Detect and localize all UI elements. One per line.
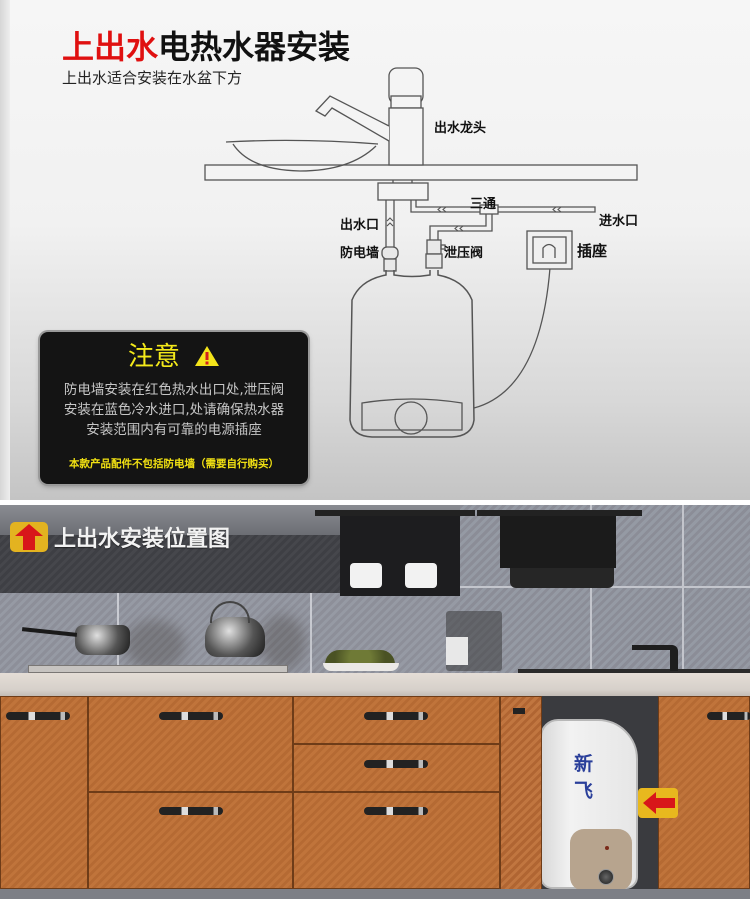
drawer-bottom-right[interactable] [293, 792, 500, 889]
label-faucet: 出水龙头 [434, 121, 487, 136]
wall-rack-right [500, 516, 616, 568]
gas-stove [28, 665, 288, 673]
door-handle[interactable] [513, 708, 525, 714]
warning-line: 防电墙安装在红色热水出口处,泄压阀 [63, 382, 285, 398]
indicator-light [605, 846, 609, 850]
label-socket: 插座 [577, 242, 608, 260]
cabinet-door-left[interactable] [0, 696, 88, 889]
faucet-spout [314, 95, 390, 142]
label-tee: 三通 [470, 197, 497, 212]
drawer-top-right[interactable] [293, 696, 500, 744]
mounting-block [377, 182, 429, 201]
canister [405, 563, 437, 588]
warning-triangle-icon [194, 342, 220, 376]
warning-note: 本款产品配件不包括防电墙（需要自行购买） [69, 458, 279, 470]
warning-body: 防电墙安装在红色热水出口处,泄压阀 安装在蓝色冷水进口,处请确保热水器 安装范围… [46, 380, 302, 440]
drawer-handle[interactable] [159, 807, 223, 815]
label-inlet: 进水口 [599, 214, 639, 229]
drawer-upper-left[interactable] [88, 696, 293, 792]
warning-title: 注意 [40, 340, 308, 376]
drawer-handle[interactable] [159, 712, 223, 720]
page-subtitle: 上出水适合安装在水盆下方 [62, 69, 243, 87]
drawer-handle[interactable] [364, 712, 428, 720]
outlet-pipe [385, 200, 395, 250]
faucet-body [388, 107, 424, 166]
drawer-handle[interactable] [364, 807, 428, 815]
label-relief-valve: 泄压阀 [444, 246, 484, 261]
shadow [125, 620, 185, 670]
title-highlight: 上出水 [62, 28, 159, 66]
saucepan [75, 625, 130, 655]
section-title: 上出水安装位置图 [54, 527, 231, 552]
section-banner: 上出水安装位置图 [10, 522, 230, 552]
heater-brand: 新 飞 [574, 753, 600, 802]
warning-line: 安装在蓝色冷水进口,处请确保热水器 [63, 402, 285, 418]
temperature-knob[interactable] [598, 869, 614, 885]
kitchen-installation-photo: 上出水安装位置图 新 [0, 505, 750, 899]
warning-title-text: 注意 [127, 342, 180, 372]
warning-box: 注意 防电墙安装在红色热水出口处,泄压阀 安装在蓝色冷水进口,处请确保热水器 安… [40, 332, 308, 484]
shadow [260, 615, 305, 670]
title-rest: 电热水器安装 [158, 28, 351, 66]
rack-rail-left [315, 510, 475, 516]
left-arrow-icon [638, 788, 678, 818]
floor [0, 889, 750, 899]
jar-label [446, 637, 468, 665]
warning-line: 安装范围内有可靠的电源插座 [86, 422, 262, 438]
power-cord [473, 267, 551, 409]
kitchen-faucet [632, 645, 678, 671]
utensil-holder [510, 568, 614, 588]
tee-fitting [479, 204, 499, 215]
plumbing-diagram [204, 67, 638, 438]
heater-control-panel [361, 398, 463, 431]
drawer-handle[interactable] [364, 760, 428, 768]
cabinet-handle[interactable] [707, 712, 750, 720]
up-arrow-icon [10, 522, 48, 552]
countertop [0, 673, 750, 697]
installation-diagram: 上出水电热水器安装 上出水适合安装在水盆下方 [0, 0, 750, 500]
label-anti-shock-wall: 防电墙 [340, 246, 380, 261]
label-outlet: 出水口 [340, 218, 380, 233]
plate [323, 663, 399, 671]
canister [350, 563, 382, 588]
water-heater-tank [349, 270, 475, 438]
drawer-lower-left[interactable] [88, 792, 293, 889]
water-heater: 新 飞 [540, 719, 638, 891]
open-cabinet-door[interactable] [500, 696, 542, 899]
drawer-middle-right[interactable] [293, 744, 500, 792]
basin-outline [225, 139, 379, 172]
inlet-pipe [410, 200, 483, 213]
panel-edge [0, 0, 10, 500]
kettle [205, 617, 265, 657]
heater-dial [394, 401, 428, 435]
rack-rail-right [477, 510, 642, 516]
page-title: 上出水电热水器安装 [62, 27, 350, 67]
cabinet-handle[interactable] [6, 712, 70, 720]
fruit-bowl [325, 650, 395, 666]
